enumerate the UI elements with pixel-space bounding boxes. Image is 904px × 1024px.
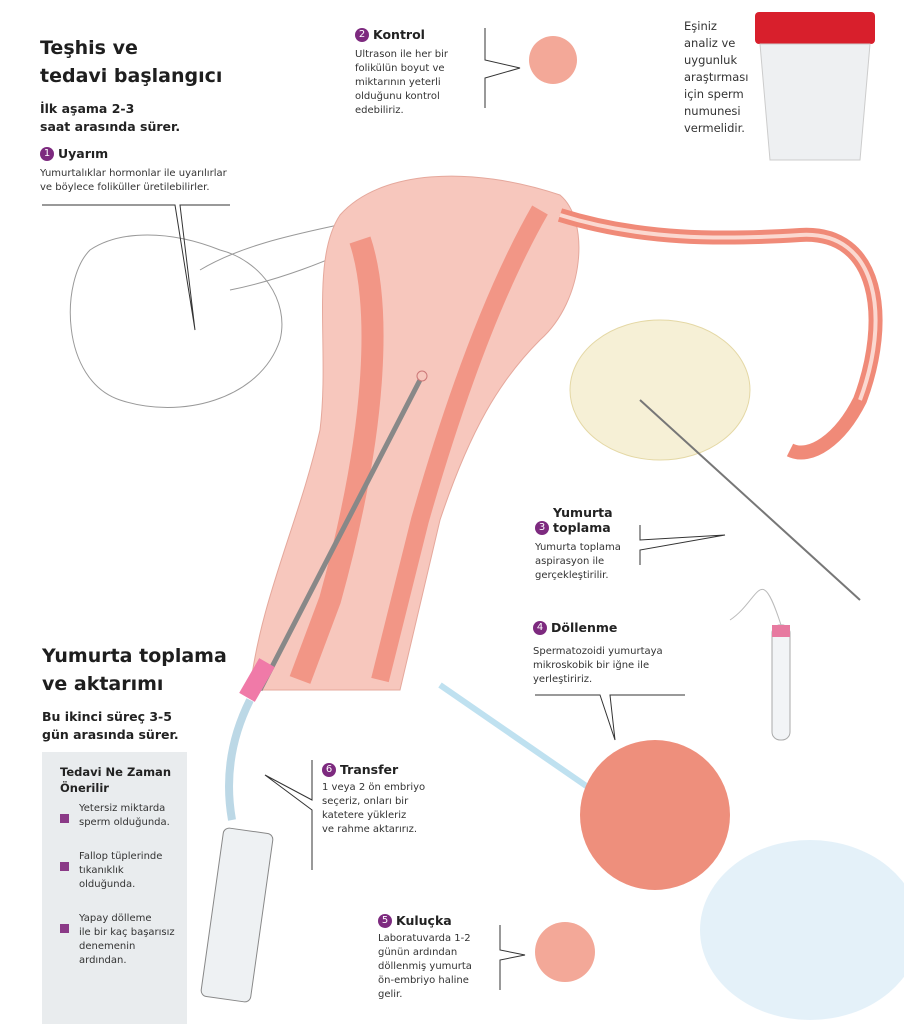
step-4: 4 Döllenme Spermatozoidi yumurtaya mikrosk… <box>533 620 663 687</box>
step-text: Yumurta toplama <box>535 542 621 553</box>
panel-item-text: tıkanıklık <box>79 865 124 876</box>
step-text: ve rahme aktarırız. <box>322 824 418 835</box>
step-text: seçeriz, onları bir <box>322 796 409 807</box>
intro-title: Teşhis ve tedavi başlangıcı <box>40 34 222 90</box>
step-text: 1 veya 2 ön embriyo <box>322 782 426 793</box>
step-text: folikülün boyut ve <box>355 63 445 74</box>
intro-subtitle: İlk aşama 2-3 saat arasında sürer. <box>40 100 222 136</box>
panel-item-text: denemenin <box>79 941 136 952</box>
catheter <box>257 378 423 692</box>
panel-item-text: ardından. <box>79 955 127 966</box>
intro-sub-line: İlk aşama 2-3 <box>40 101 135 116</box>
note-line: numunesi <box>684 104 741 118</box>
step-text: aspirasyon ile <box>535 556 605 567</box>
panel-item-text: olduğunda. <box>79 879 136 890</box>
note-line: analiz ve <box>684 36 736 50</box>
step-text: Laboratuvarda 1-2 <box>378 933 471 944</box>
step-text: döllenmiş yumurta <box>378 961 472 972</box>
step-number-badge: 5 <box>378 913 392 928</box>
second-phase-subtitle: Bu ikinci süreç 3-5 gün arasında sürer. <box>42 708 227 744</box>
right-ovary <box>569 319 751 461</box>
intro-title-line: Teşhis ve <box>40 37 138 59</box>
panel-list-item: Yapay dölleme ile bir kaç başarısız deneme… <box>60 912 187 968</box>
step-text: günün ardından <box>378 947 458 958</box>
step-title: Transfer <box>340 762 399 777</box>
step-text: Ultrason ile her bir <box>355 49 449 60</box>
panel-item-text: Fallop tüplerinde <box>79 851 163 862</box>
bullet-square-icon <box>60 814 69 823</box>
partner-note: Eşiniz analiz ve uygunluk araştırması için s… <box>684 18 748 137</box>
step-6: 6 Transfer 1 veya 2 ön embriyo seçeriz, on… <box>322 762 425 837</box>
step-text: miktarının yeterli <box>355 77 441 88</box>
step-5: 5 Kuluçka Laboratuvarda 1-2 günün ardından… <box>378 913 472 1002</box>
second-title-line: ve aktarımı <box>42 673 164 695</box>
sperm-cup-lid <box>755 12 875 44</box>
step-text: mikroskobik bir iğne ile <box>533 660 650 671</box>
step-number-badge: 3 <box>535 520 549 535</box>
step-text: ve böylece foliküller üretilebilirler. <box>40 182 210 193</box>
syringe <box>200 827 274 1003</box>
test-tube <box>771 624 791 741</box>
panel-title-line: Önerilir <box>60 781 109 795</box>
intro-section: Teşhis ve tedavi başlangıcı İlk aşama 2-3… <box>40 34 222 136</box>
bullet-square-icon <box>60 862 69 871</box>
step-number-badge: 2 <box>355 27 369 42</box>
culture-dish <box>700 840 904 1020</box>
step-title: toplama <box>553 520 611 535</box>
panel-list: Yetersiz miktarda sperm olduğunda. Fallop… <box>60 802 187 968</box>
step-3: Yumurta 3 toplama Yumurta toplama aspirasy… <box>535 505 621 583</box>
second-title-line: Yumurta toplama <box>42 645 227 667</box>
second-phase-title: Yumurta toplama ve aktarımı <box>42 642 227 698</box>
step-title: Döllenme <box>551 620 618 635</box>
panel-item-text: Yapay dölleme <box>79 913 152 924</box>
intro-sub-line: saat arasında sürer. <box>40 119 181 134</box>
pre-embryo-cell <box>535 922 595 982</box>
note-line: araştırması <box>684 70 749 84</box>
step-text: katetere yükleriz <box>322 810 407 821</box>
panel-item-text: ile bir kaç başarısız <box>79 927 175 938</box>
step-title: Kontrol <box>373 27 425 42</box>
second-sub-line: gün arasında sürer. <box>42 727 179 742</box>
step-text: ön-embriyo haline <box>378 975 469 986</box>
left-ovary-outline <box>69 219 361 408</box>
step-number-badge: 6 <box>322 762 336 777</box>
step-text: Spermatozoidi yumurtaya <box>533 646 663 657</box>
follicle-cell <box>529 36 577 84</box>
step-text: edebiliriz. <box>355 105 404 116</box>
step-text: olduğunu kontrol <box>355 91 440 102</box>
note-line: uygunluk <box>684 53 738 67</box>
panel-item-text: sperm olduğunda. <box>79 817 170 828</box>
step-title: Uyarım <box>58 146 109 161</box>
note-line: Eşiniz <box>684 19 717 33</box>
step-number-badge: 1 <box>40 146 54 161</box>
panel-list-item: Fallop tüplerinde tıkanıklık olduğunda. <box>60 850 187 892</box>
note-line: için sperm <box>684 87 744 101</box>
panel-list-item: Yetersiz miktarda sperm olduğunda. <box>60 802 187 830</box>
second-phase-section: Yumurta toplama ve aktarımı Bu ikinci sür… <box>42 642 227 744</box>
intro-title-line: tedavi başlangıcı <box>40 65 223 87</box>
step-title: Kuluçka <box>396 913 452 928</box>
step-1: 1 Uyarım Yumurtalıklar hormonlar ile uyar… <box>40 146 227 195</box>
step-text: yerleştiririz. <box>533 674 593 685</box>
step-number-badge: 4 <box>533 620 547 635</box>
egg-cell <box>580 740 730 890</box>
second-sub-line: Bu ikinci süreç 3-5 <box>42 709 172 724</box>
bullet-square-icon <box>60 924 69 933</box>
note-line: vermelidir. <box>684 121 745 135</box>
step-2: 2 Kontrol Ultrason ile her bir folikülün b… <box>355 27 448 118</box>
step-text: gelir. <box>378 989 403 1000</box>
panel-item-text: Yetersiz miktarda <box>79 803 166 814</box>
panel-title-line: Tedavi Ne Zaman <box>60 765 172 779</box>
step-text: Yumurtalıklar hormonlar ile uyarılırlar <box>40 168 227 179</box>
step-text: gerçekleştirilir. <box>535 570 609 581</box>
step-title: Yumurta <box>553 505 613 520</box>
